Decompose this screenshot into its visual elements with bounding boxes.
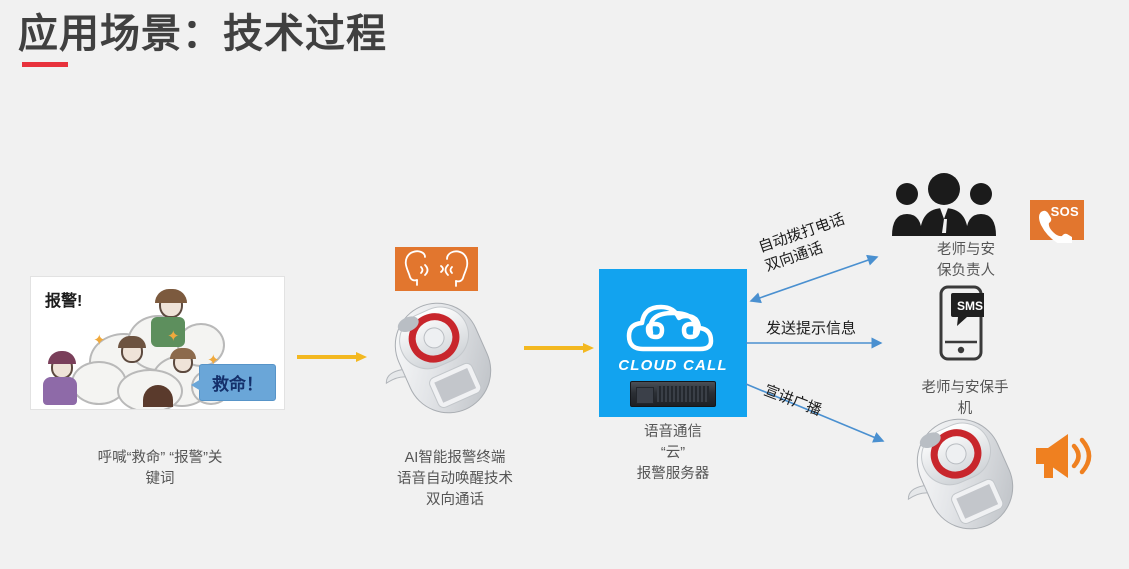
flow-arrow-yellow-1: [297, 352, 367, 362]
sos-badge-text: SOS: [1050, 204, 1079, 219]
stage2-caption: AI智能报警终端 语音自动唤醒技术 双向通话: [397, 450, 513, 509]
server-rack-image: [630, 381, 716, 407]
page-title: 应用场景：技术过程: [18, 12, 387, 56]
sos-call-badge: SOS: [1030, 200, 1084, 243]
two-faces-talking-icon: [395, 247, 478, 291]
mobile-phone-sms-icon: SMS: [938, 285, 989, 361]
cartoon-help-bubble: 救命！: [191, 364, 276, 401]
flow-arrow-send-message: [744, 336, 889, 350]
arrow-shaft: [297, 355, 357, 359]
svg-text:SMS: SMS: [957, 299, 983, 313]
arrow-head: [356, 352, 367, 362]
stage1-caption: 呼喊“救命” “报警”关 键词: [97, 450, 223, 488]
stage4-people-caption: 老师与安 保负责人: [937, 242, 995, 280]
spark-icon: ✦: [167, 328, 180, 345]
arrow-shaft: [524, 346, 584, 350]
cartoon-scene-image: ✦ ✦ ✦ 报警! 救命！: [30, 276, 285, 410]
cartoon-alarm-text: 报警!: [45, 293, 83, 310]
crowd-illustration: ✦ ✦ ✦: [31, 277, 284, 409]
arrow-head: [583, 343, 594, 353]
cloud-call-logo-text: CLOUD CALL: [618, 357, 728, 374]
flow-arrow-yellow-2: [524, 343, 594, 353]
spark-icon: ✦: [93, 332, 106, 349]
megaphone-icon: [1032, 430, 1092, 482]
cloud-call-server-image: CLOUD CALL: [599, 269, 747, 417]
people-group-icon: [890, 172, 998, 236]
flow-arrow-broadcast: [744, 378, 892, 450]
title-underline-accent: [22, 62, 68, 67]
stage3-caption: 语音通信 “云” 报警服务器: [636, 424, 710, 483]
ai-alarm-terminal-device: [368, 296, 518, 420]
broadcast-terminal-device: [890, 412, 1040, 536]
slide-header: 应用场景：技术过程: [18, 12, 387, 67]
flow-arrow-bidirectional-call: [744, 250, 884, 308]
stage4-phone-caption: 老师与安保手 机: [921, 380, 1009, 418]
flow-arrow-label-send-message: 发送提示信息: [766, 320, 857, 337]
